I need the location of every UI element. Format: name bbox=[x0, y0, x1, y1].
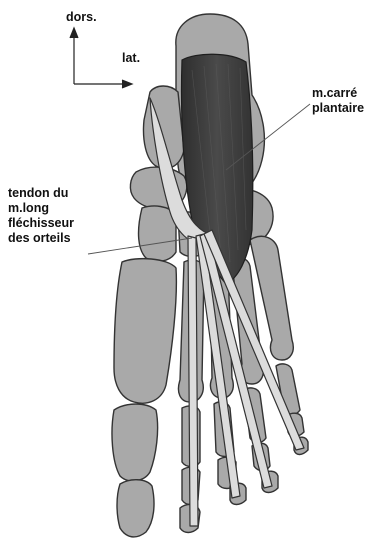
hallux-proximal-phalanx bbox=[112, 404, 158, 481]
lateral-label-text: lat. bbox=[122, 51, 140, 66]
flexor-tendon-label: tendon du m.long fléchisseur des orteils bbox=[8, 186, 74, 246]
carre-label-line-1: m.carré bbox=[312, 86, 364, 101]
lateral-axis-label: lat. bbox=[122, 51, 140, 66]
tendon-label-line-1: tendon du bbox=[8, 186, 74, 201]
metatarsal-1-bone bbox=[114, 259, 176, 404]
tendon-label-line-2: m.long bbox=[8, 201, 74, 216]
carre-plantaire-label: m.carré plantaire bbox=[312, 86, 364, 116]
tendon-label-line-4: des orteils bbox=[8, 231, 74, 246]
lateral-arrowhead bbox=[122, 80, 132, 88]
dorsal-arrowhead bbox=[70, 28, 78, 38]
carre-label-line-2: plantaire bbox=[312, 101, 364, 116]
dorsal-axis-label: dors. bbox=[66, 10, 97, 25]
tendon-label-line-3: fléchisseur bbox=[8, 216, 74, 231]
hallux-distal-phalanx bbox=[117, 480, 154, 537]
tendon-slip-toe-2 bbox=[188, 236, 198, 526]
dorsal-label-text: dors. bbox=[66, 10, 97, 25]
